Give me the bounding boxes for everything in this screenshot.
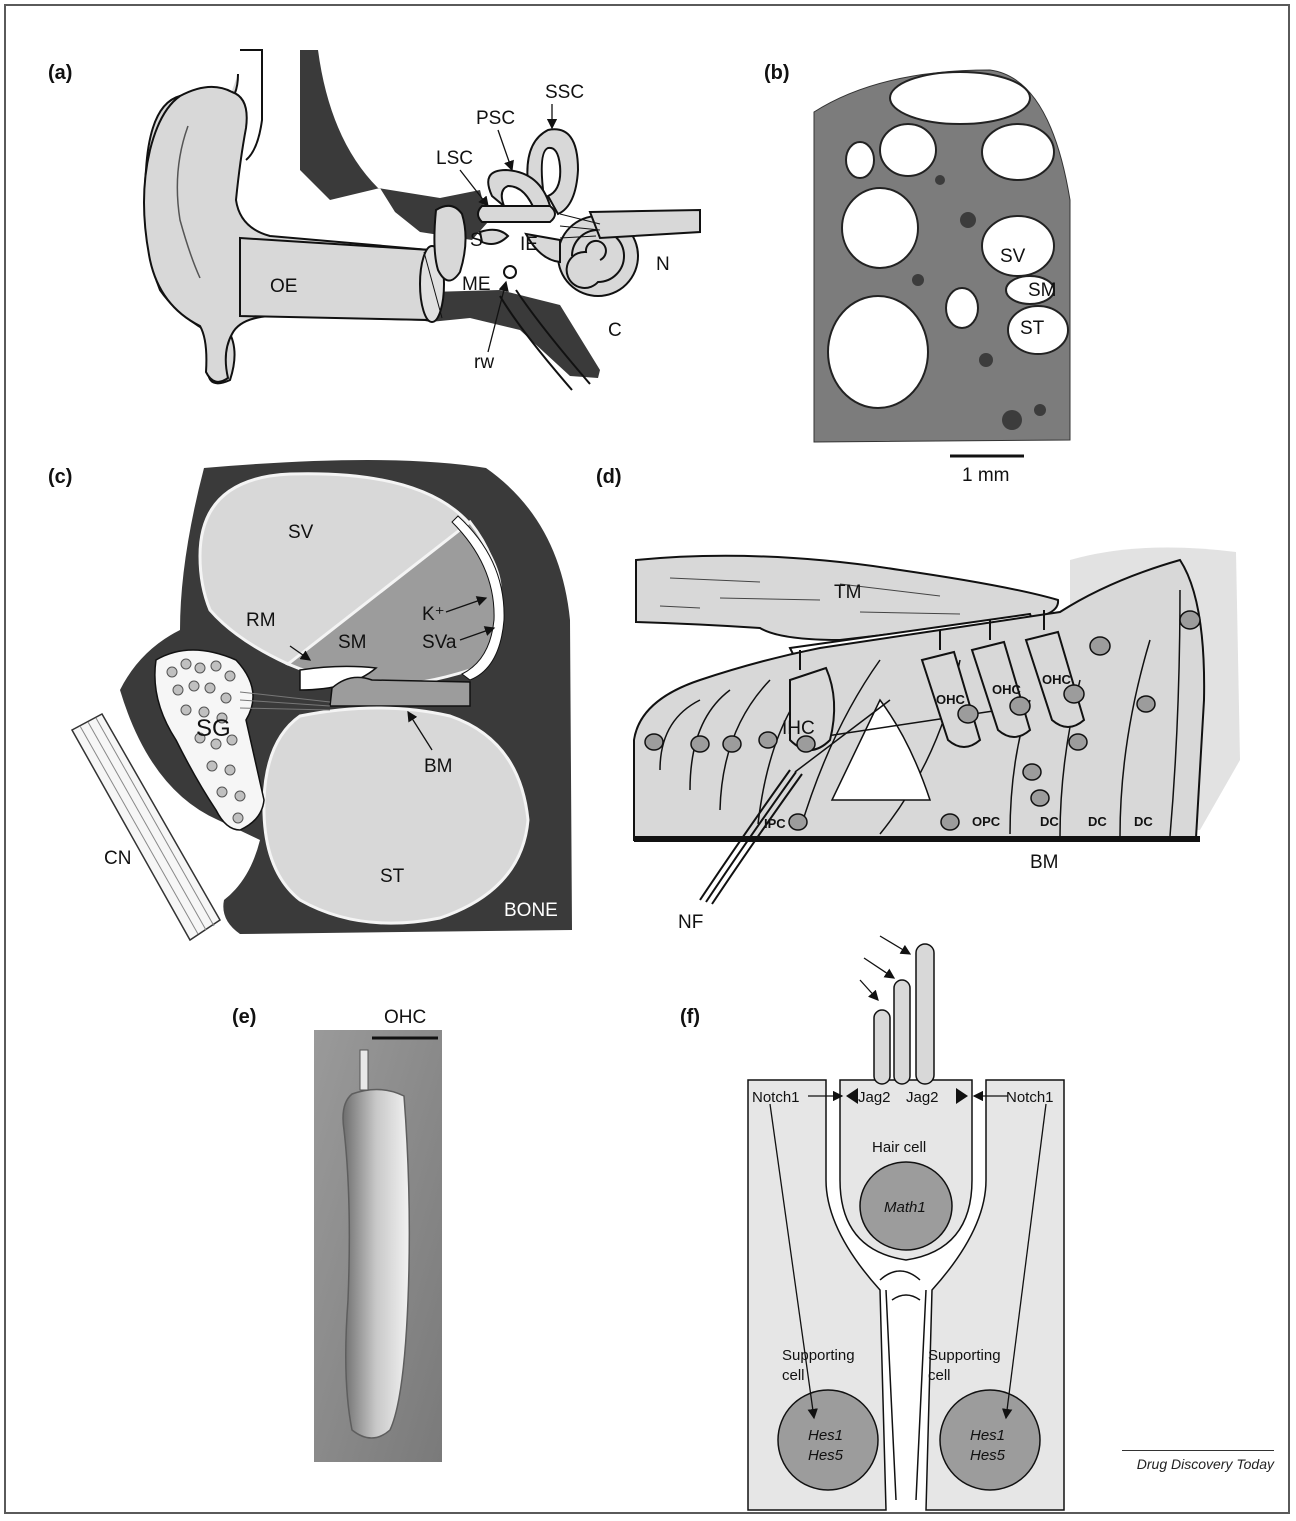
scale-bar-label: 1 mm xyxy=(962,465,1010,486)
label-b-st: ST xyxy=(1020,318,1045,339)
semicircular-canals xyxy=(478,129,578,222)
label-f-sc-left-2: cell xyxy=(782,1367,805,1384)
label-d-dc3: DC xyxy=(1134,814,1153,829)
panel-b: (b) SV SM ST 1 mm xyxy=(764,62,1070,486)
label-d-ohc3: OHC xyxy=(1042,672,1072,687)
panel-c-label: (c) xyxy=(48,466,72,488)
cuticular-plate xyxy=(360,1050,368,1090)
label-f-jag-left: Jag2 xyxy=(858,1089,891,1106)
label-d-opc: OPC xyxy=(972,814,1001,829)
panel-a: (a) xyxy=(48,50,700,390)
label-f-sc-right-1: Supporting xyxy=(928,1347,1001,1364)
label-b-sm: SM xyxy=(1028,280,1057,301)
label-c-rm: RM xyxy=(246,610,276,631)
label-d-ohc2: OHC xyxy=(992,682,1022,697)
label-d-ohc1: OHC xyxy=(936,692,966,707)
label-c: C xyxy=(608,320,622,341)
panel-f-label: (f) xyxy=(680,1006,700,1028)
panel-a-label: (a) xyxy=(48,62,72,84)
footer-rule xyxy=(1122,1450,1274,1451)
label-f-math1: Math1 xyxy=(884,1199,926,1216)
stapes xyxy=(480,230,508,244)
label-d-ihc: IHC xyxy=(782,718,815,739)
label-c-sg: SG xyxy=(196,715,231,742)
label-c-sva: SVa xyxy=(422,632,457,653)
label-f-sc-left-1: Supporting xyxy=(782,1347,855,1364)
label-c-bm: BM xyxy=(424,756,453,777)
label-lsc: LSC xyxy=(436,148,473,169)
label-me: ME xyxy=(462,274,491,295)
label-oe: OE xyxy=(270,276,297,297)
panel-e-label: (e) xyxy=(232,1006,256,1028)
label-s: S xyxy=(470,230,483,251)
label-f-hes-right-2: Hes5 xyxy=(970,1447,1006,1464)
label-f-hes-left-1: Hes1 xyxy=(808,1427,843,1444)
label-d-ipc: IPC xyxy=(764,816,786,831)
label-c-sv: SV xyxy=(288,522,314,543)
organ-of-corti-c xyxy=(330,677,470,706)
label-d-dc1: DC xyxy=(1040,814,1059,829)
auditory-nerve xyxy=(590,210,700,238)
label-f-notch-left: Notch1 xyxy=(752,1089,800,1106)
label-f-jag-right: Jag2 xyxy=(906,1089,939,1106)
label-b-sv: SV xyxy=(1000,246,1026,267)
label-d-nf: NF xyxy=(678,912,703,933)
label-f-hair-cell: Hair cell xyxy=(872,1139,926,1156)
journal-footer: Drug Discovery Today xyxy=(1137,1456,1274,1472)
label-f-notch-right: Notch1 xyxy=(1006,1089,1054,1106)
panel-b-label: (b) xyxy=(764,62,790,84)
label-ssc: SSC xyxy=(545,82,584,103)
scala-tympani xyxy=(264,708,528,923)
label-rw: rw xyxy=(474,352,494,373)
panel-f: (f) Notch1 Jag2 Ja xyxy=(680,936,1064,1510)
panel-c: (c) xyxy=(48,460,572,940)
label-c-k: K⁺ xyxy=(422,604,445,625)
hair-bundle xyxy=(874,944,934,1084)
label-ie: IE xyxy=(520,234,538,255)
outer-hair-cell-image xyxy=(343,1089,409,1438)
label-c-st: ST xyxy=(380,866,405,887)
label-f-hes-left-2: Hes5 xyxy=(808,1447,844,1464)
panel-d-label: (d) xyxy=(596,466,622,488)
label-d-dc2: DC xyxy=(1088,814,1107,829)
ossicles xyxy=(434,206,465,281)
label-c-sm: SM xyxy=(338,632,367,653)
label-c-bone: BONE xyxy=(504,900,558,921)
panel-d: (d) xyxy=(596,466,1240,933)
basilar-membrane xyxy=(634,836,1200,842)
label-n: N xyxy=(656,254,670,275)
label-d-bm: BM xyxy=(1030,852,1059,873)
label-d-tm: TM xyxy=(834,582,861,603)
label-f-sc-right-2: cell xyxy=(928,1367,951,1384)
label-c-cn: CN xyxy=(104,848,131,869)
label-f-hes-right-1: Hes1 xyxy=(970,1427,1005,1444)
label-psc: PSC xyxy=(476,108,515,129)
round-window xyxy=(504,266,516,278)
panel-e: (e) OHC xyxy=(232,1006,442,1462)
hair-cell-afferent xyxy=(880,1271,926,1500)
panel-e-caption: OHC xyxy=(384,1007,426,1028)
